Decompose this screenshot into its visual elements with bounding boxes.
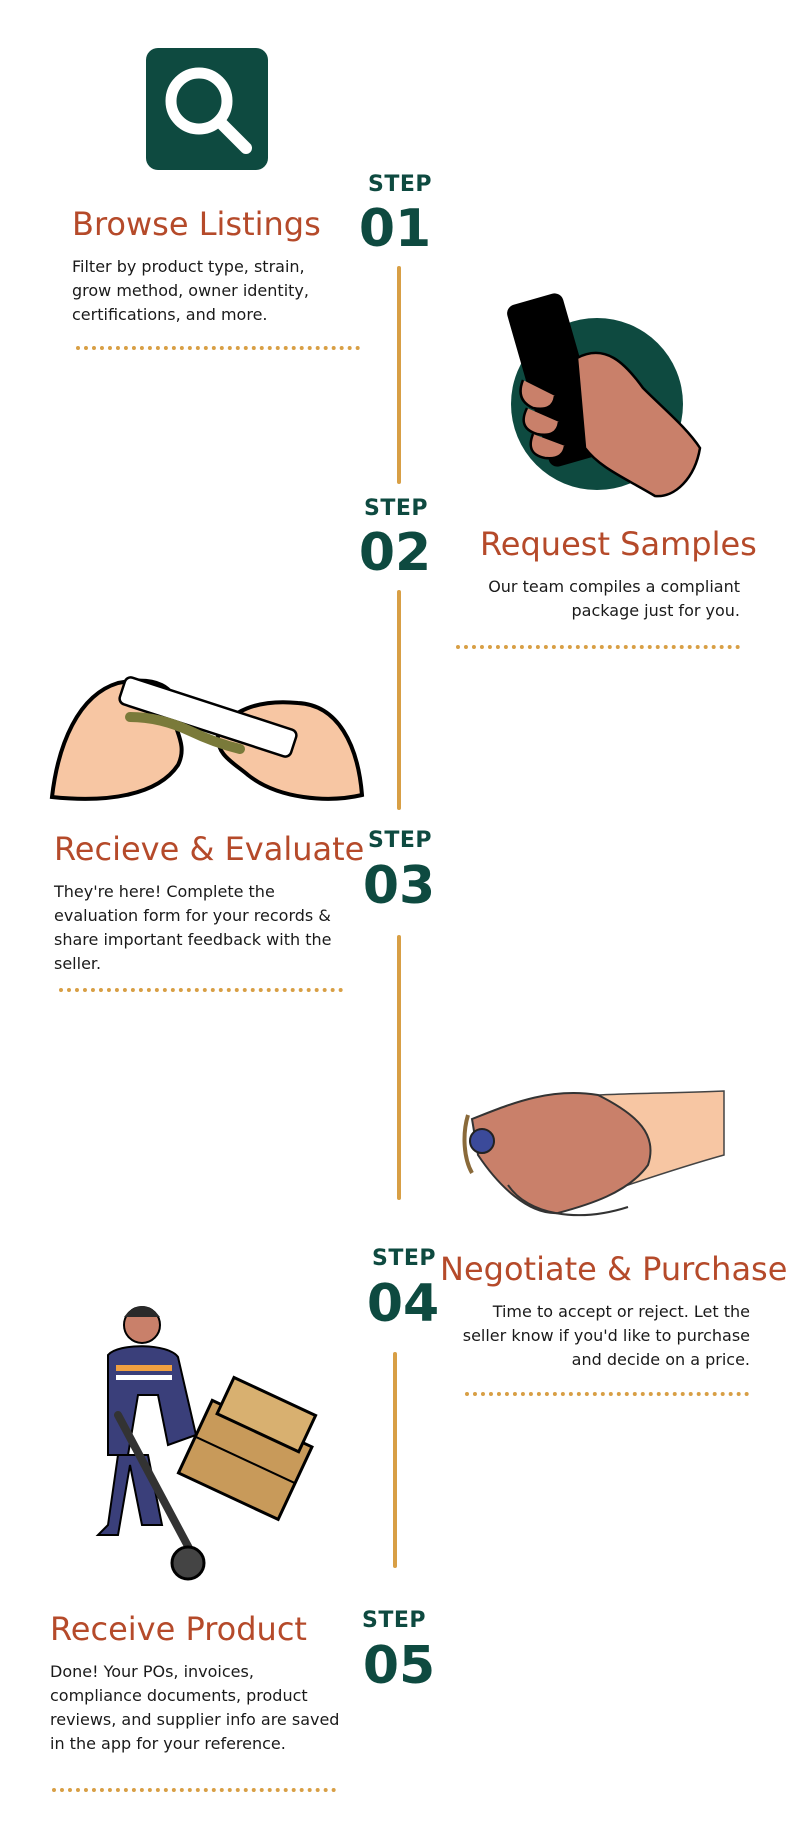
dotted-divider-3: [59, 988, 343, 992]
hands-rolling-joint-illustration: [48, 655, 366, 805]
search-icon: [146, 48, 268, 170]
step-title-5: Receive Product: [50, 1610, 307, 1648]
step-number-4: 04: [366, 1274, 440, 1334]
step-description-1: Filter by product type, strain, grow met…: [72, 257, 309, 324]
timeline-connector-4: [393, 1352, 397, 1568]
step-label-1: STEP: [367, 172, 432, 197]
timeline-connector-3: [397, 935, 401, 1200]
step-label-2: STEP: [363, 496, 428, 521]
dotted-divider-4: [465, 1392, 749, 1396]
step-title-1: Browse Listings: [72, 205, 321, 243]
step-description-4: Time to accept or reject. Let the seller…: [462, 1302, 750, 1369]
step-description-2: Our team compiles a compliant package ju…: [488, 577, 740, 620]
timeline-connector-1: [397, 266, 401, 484]
step-title-4: Negotiate & Purchase: [440, 1250, 788, 1288]
step-description-5: Done! Your POs, invoices, compliance doc…: [50, 1662, 340, 1753]
step-description-3: They're here! Complete the evaluation fo…: [54, 882, 332, 973]
step-number-2: 02: [358, 523, 432, 583]
step-label-5: STEP: [361, 1608, 426, 1633]
hand-holding-phone-illustration: [505, 288, 705, 500]
step-title-2: Request Samples: [480, 525, 757, 563]
step-label-4: STEP: [371, 1246, 436, 1271]
dotted-divider-2: [456, 645, 740, 649]
step-label-3: STEP: [367, 828, 432, 853]
step-number-5: 05: [362, 1636, 436, 1696]
dotted-divider-5: [52, 1788, 336, 1792]
step-number-1: 01: [358, 199, 432, 259]
timeline-connector-2: [397, 590, 401, 810]
handshake-illustration: [458, 1075, 728, 1225]
step-title-3: Recieve & Evaluate: [54, 830, 365, 868]
delivery-man-hand-truck-illustration: [78, 1295, 328, 1585]
dotted-divider-1: [76, 346, 360, 350]
step-number-3: 03: [362, 856, 436, 916]
